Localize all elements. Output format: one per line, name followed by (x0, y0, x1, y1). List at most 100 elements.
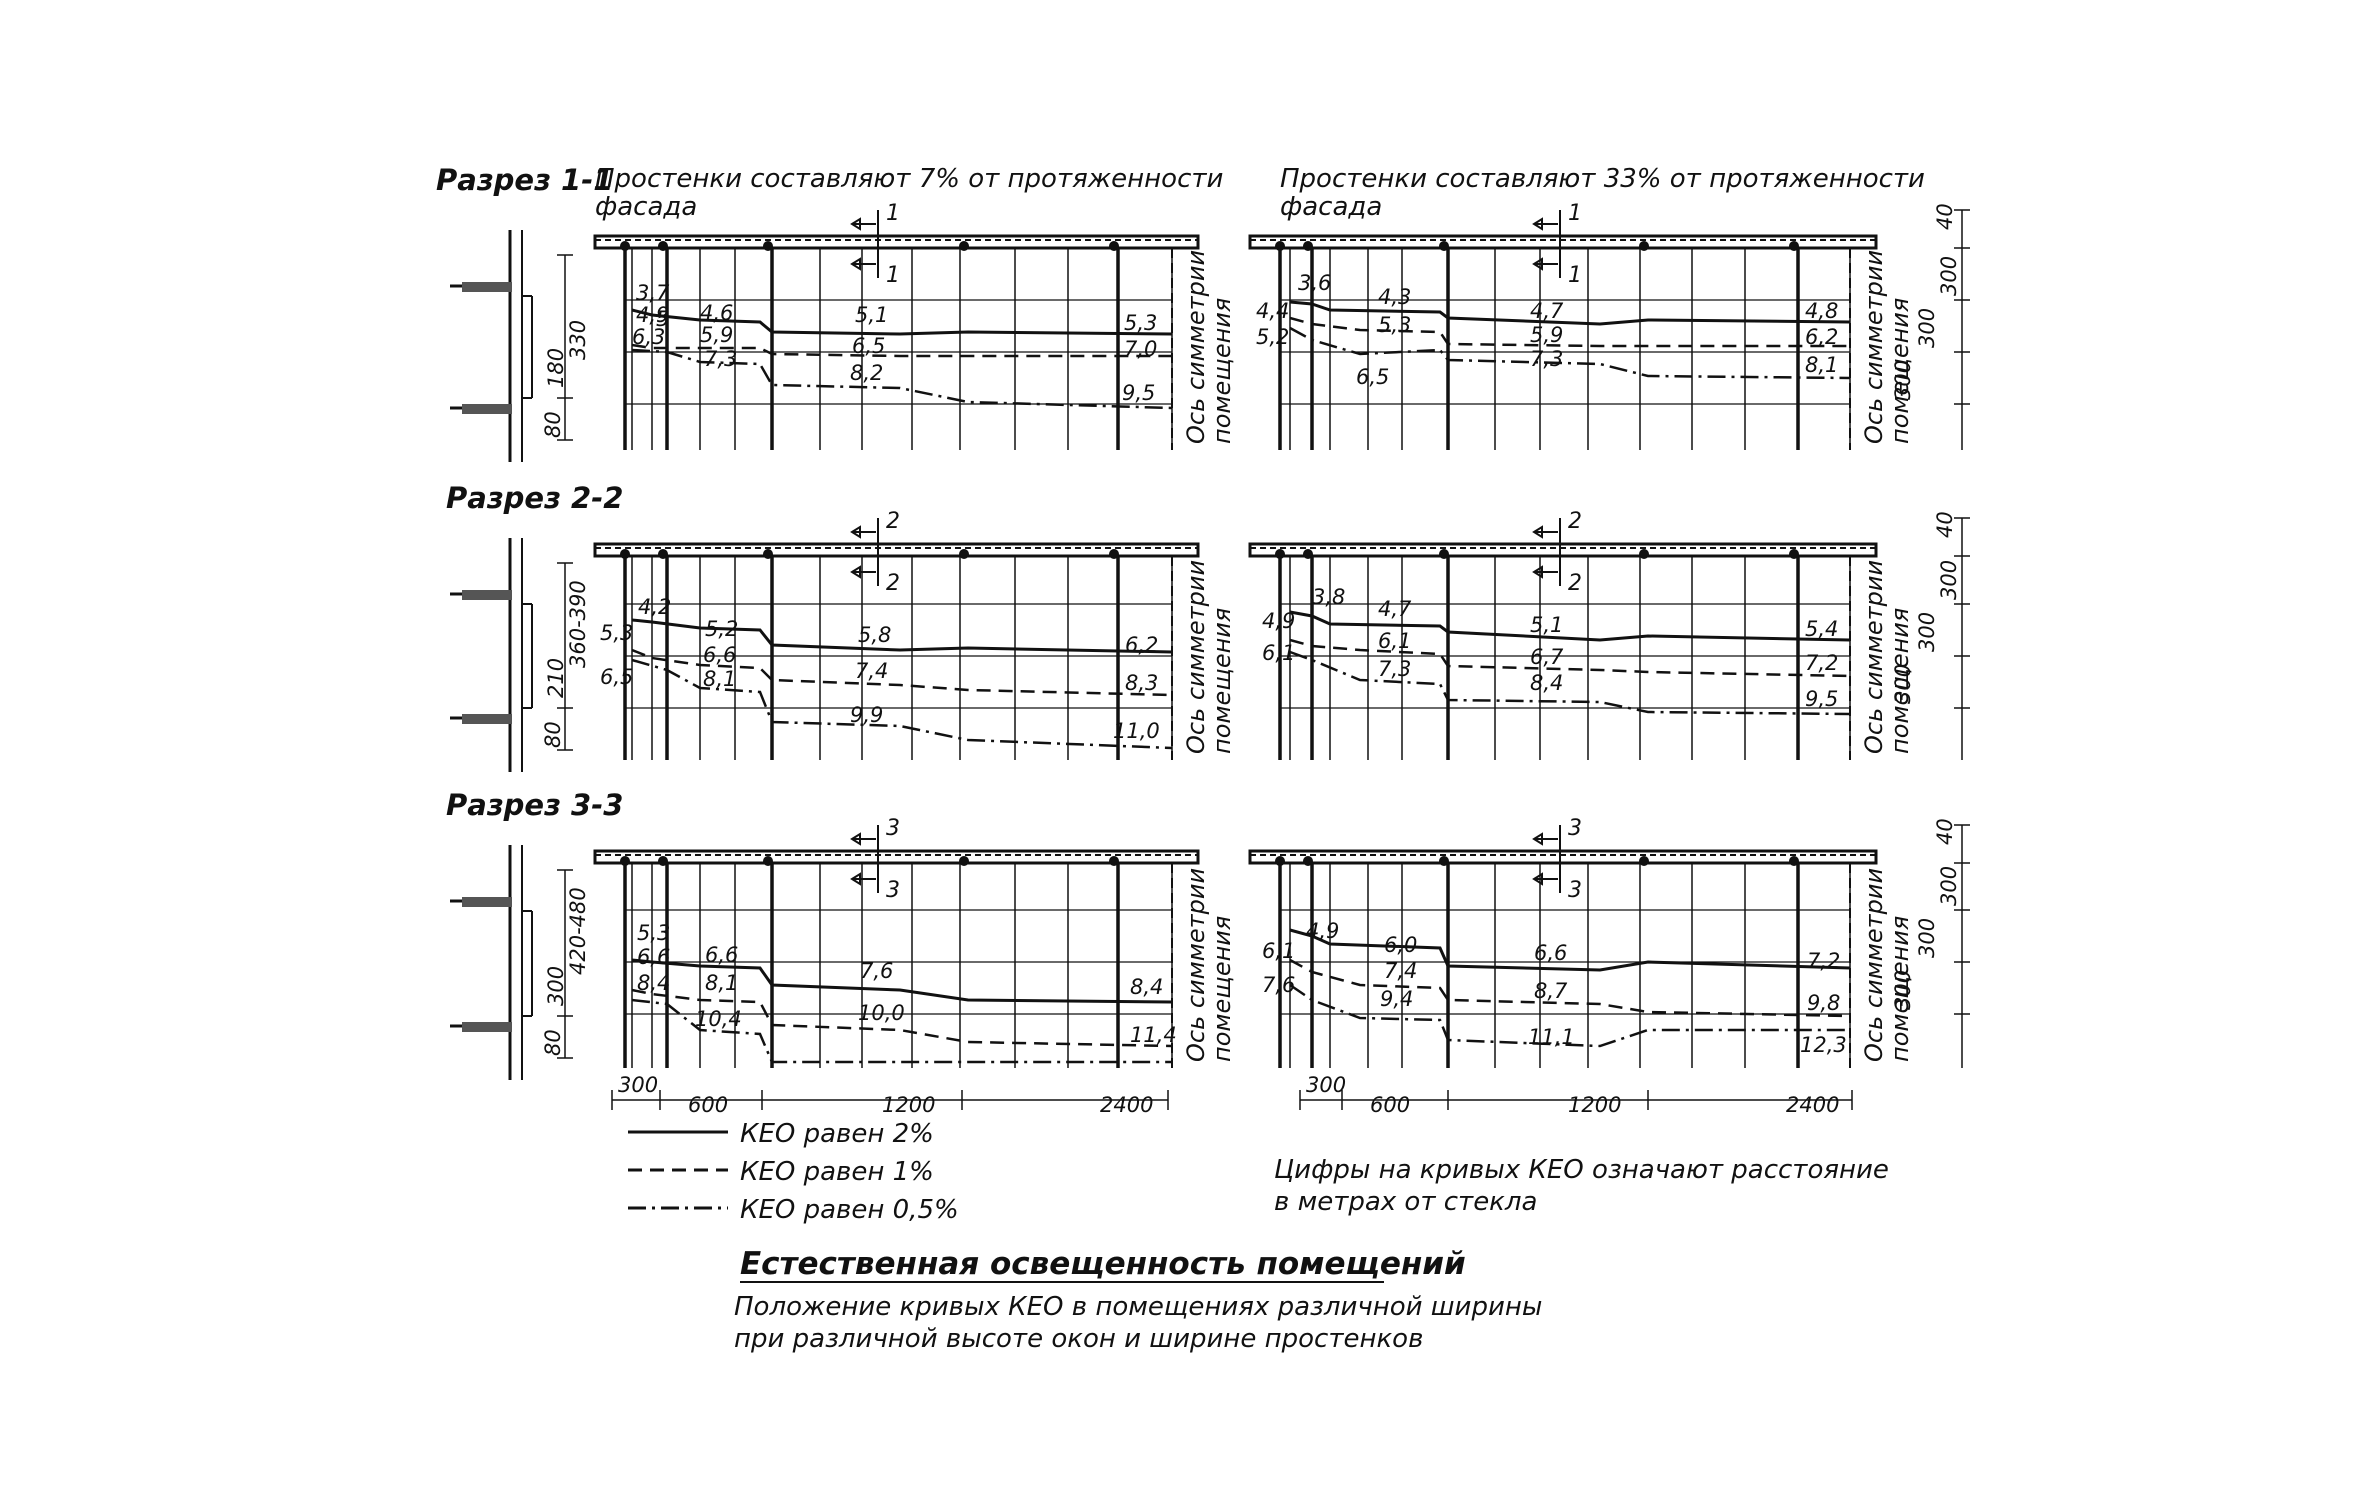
curve-value-label: 8,1 (705, 971, 738, 995)
curve-value-label: 6,5 (600, 665, 633, 689)
section-label: Разрез 3-3 (446, 788, 623, 822)
curve-value-label: 9,5 (1122, 381, 1155, 405)
curve-value-label: 5,3 (600, 621, 633, 645)
cut-arrow-head (850, 525, 861, 539)
figure-subtitle: при различной высоте окон и ширине прост… (734, 1324, 1423, 1354)
curve-value-label: 3,7 (636, 281, 670, 305)
curve-value-label: 6,2 (1805, 325, 1838, 349)
curve-value-label: 10,0 (858, 1001, 905, 1025)
dim-40: 40 (1933, 203, 1957, 230)
curve-value-label: 9,4 (1380, 987, 1413, 1011)
pier-dot (1275, 549, 1285, 559)
plan-3-3-left: Ось симметриипомещения335,36,68,46,68,11… (593, 816, 1236, 1068)
curve-value-label: 8,2 (850, 361, 883, 385)
curve-value-label: 7,6 (860, 959, 893, 983)
cut-arrow-head (1532, 257, 1543, 271)
window-height: 180 (544, 348, 568, 388)
curve-value-label: 6,1 (1262, 641, 1295, 665)
curve-value-label: 6,2 (1125, 633, 1158, 657)
facade-wall (1248, 234, 1878, 250)
curve-value-label: 6,1 (1378, 629, 1411, 653)
column-header-left: Простенки составляют 7% от протяженности (595, 164, 1223, 194)
pier-dot (959, 241, 969, 251)
curve-value-label: 8,3 (1125, 671, 1158, 695)
sill-height: 80 (541, 411, 565, 438)
sill-slab (462, 714, 512, 724)
pier-dot (620, 241, 630, 251)
lintel-slab (462, 590, 512, 600)
legend-label: КЕО равен 1% (740, 1157, 934, 1187)
sill-slab (462, 1022, 512, 1032)
cut-marker-number: 1 (886, 201, 900, 226)
curve-value-label: 5,3 (1378, 313, 1411, 337)
dim-300: 300 (1915, 918, 1939, 958)
pier-dot (1639, 549, 1649, 559)
keo-2-curve (631, 618, 1173, 654)
curve-value-label: 6,5 (1356, 365, 1389, 389)
curve-value-label: 6,6 (1534, 941, 1567, 965)
pier-dot (620, 549, 630, 559)
facade-wall (1248, 849, 1878, 865)
plan-3-3-right: Ось симметриипомещения40300300300334,96,… (1248, 816, 1970, 1068)
cut-marker-number: 3 (886, 816, 900, 841)
dim-300: 300 (1891, 664, 1915, 704)
curve-value-label: 4,9 (1262, 609, 1295, 633)
section-label: Разрез 1-1 (436, 163, 613, 197)
keo-05-curve (631, 658, 1173, 750)
cut-arrow-head (1532, 217, 1543, 231)
keo-05-curve (631, 348, 1173, 410)
symmetry-axis-label: Ось симметрии (1860, 560, 1888, 754)
keo-2-curve (1289, 610, 1851, 642)
plan-2-2-right: Ось симметриипомещения40300300300223,84,… (1248, 509, 1970, 760)
cut-marker-number: 2 (1568, 571, 1582, 596)
cut-arrow-head (850, 872, 861, 886)
legend-label: КЕО равен 2% (740, 1119, 934, 1149)
curve-value-label: 8,4 (1530, 671, 1563, 695)
facade-wall (1248, 542, 1878, 558)
curve-value-label: 4,3 (1378, 285, 1411, 309)
window-height: 210 (544, 658, 568, 698)
curve-value-label: 7,6 (1262, 973, 1295, 997)
facade-wall (593, 849, 1200, 865)
curve-value-label: 6,6 (705, 943, 738, 967)
curve-value-label: 10,4 (695, 1007, 742, 1031)
symmetry-axis-label: помещения (1886, 608, 1914, 754)
curve-value-label: 12,3 (1800, 1033, 1847, 1057)
curve-value-label: 8,4 (637, 971, 670, 995)
dim-300: 300 (618, 1073, 658, 1097)
keo-1-curve (631, 343, 1172, 358)
curve-value-label: 5,3 (1124, 311, 1157, 335)
curve-value-label: 7,2 (1805, 651, 1838, 675)
curve-value-label: 8,1 (703, 667, 736, 691)
note-line: Цифры на кривых КЕО означают расстояние (1274, 1155, 1889, 1185)
symmetry-axis-label: Ось симметрии (1860, 250, 1888, 444)
dim-600: 600 (688, 1093, 728, 1117)
dim-300: 300 (1306, 1073, 1346, 1097)
dim-1200: 1200 (1568, 1093, 1621, 1117)
sill-height: 80 (541, 721, 565, 748)
curve-value-label: 9,9 (850, 703, 883, 727)
keo-1-curve (1289, 958, 1851, 1018)
curve-value-label: 5,9 (700, 323, 733, 347)
curve-value-label: 7,2 (1807, 949, 1840, 973)
curve-value-label: 7,0 (1124, 337, 1157, 361)
note-line: в метрах от стекла (1274, 1187, 1537, 1217)
keo-05-curve (631, 998, 1172, 1064)
symmetry-axis-label: помещения (1886, 298, 1914, 444)
cut-arrow-head (850, 257, 861, 271)
symmetry-axis-label: помещения (1208, 608, 1236, 754)
curve-value-label: 7,3 (1530, 347, 1563, 371)
curve-value-label: 5,2 (1256, 325, 1289, 349)
keo-1-curve (1289, 638, 1851, 678)
dim-600: 600 (1370, 1093, 1410, 1117)
curve-value-label: 7,3 (1378, 657, 1411, 681)
keo-05-curve (1289, 326, 1851, 380)
cut-marker-number: 1 (886, 263, 900, 288)
cut-marker-number: 1 (1568, 201, 1582, 226)
